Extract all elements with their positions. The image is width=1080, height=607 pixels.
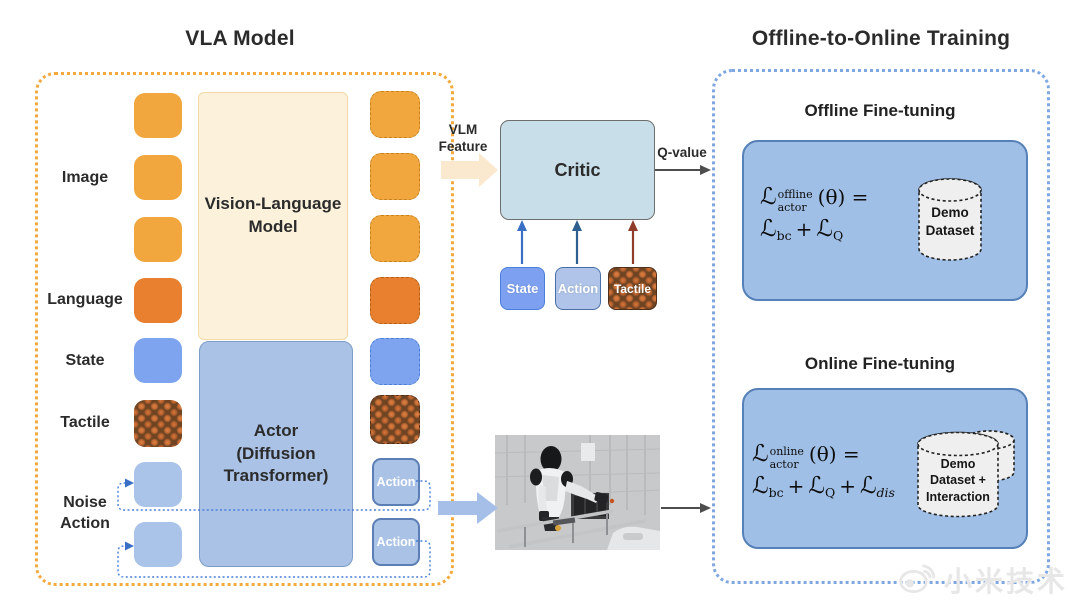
cylinder-shape <box>918 178 982 261</box>
q-value-arrow <box>655 165 711 175</box>
plus-sign: + <box>787 474 805 498</box>
image-feature-token-1 <box>370 91 420 138</box>
action-output-label-1: Action <box>376 475 416 489</box>
label-tactile: Tactile <box>60 414 110 431</box>
formula-sub: Q <box>824 485 836 500</box>
watermark-text: 小米技术 <box>944 566 1069 597</box>
formula-sub: actor <box>777 201 807 214</box>
critic-input-tactile-label: Tactile <box>613 281 652 296</box>
online-finetuning-box <box>742 388 1028 549</box>
script-L: ℒ <box>752 441 769 467</box>
demo-dataset-interaction-label: Demo Dataset + Interaction <box>926 457 990 504</box>
image-token-1 <box>134 93 182 138</box>
label-noise-action: Noise Action <box>60 494 110 532</box>
actor-label: Actor (Diffusion Transformer) <box>223 420 329 486</box>
vla-panel-title: VLA Model <box>185 27 295 50</box>
label-state: State <box>65 352 105 369</box>
formula-sub: Q <box>832 228 844 243</box>
critic-input-state: State <box>500 267 545 310</box>
vla-panel-border <box>35 72 454 586</box>
formula-eq: (θ) = <box>817 185 869 209</box>
tactile-feature-token <box>370 395 420 444</box>
plus-sign: + <box>839 474 856 498</box>
script-L: ℒ <box>752 473 769 499</box>
noise-token-2 <box>134 522 182 567</box>
formula-sup: online <box>769 445 804 459</box>
tactile-token <box>134 400 182 447</box>
formula-sub: actor <box>769 458 799 471</box>
vlm-feature-label: VLM Feature <box>438 122 488 154</box>
script-L: ℒ <box>760 216 777 242</box>
online-finetuning-heading: Online Fine-tuning <box>804 354 956 373</box>
plus-sign: + <box>795 217 813 241</box>
state-feature-token <box>370 338 420 385</box>
critic-input-state-label: State <box>506 281 539 296</box>
script-L: ℒ <box>760 184 777 210</box>
critic-box: Critic <box>500 120 655 220</box>
weibo-logo-icon <box>896 556 942 596</box>
script-L: ℒ <box>859 473 877 499</box>
action-output-token-1: Action <box>372 458 420 506</box>
robot-to-training-arrow <box>661 503 711 513</box>
image-token-2 <box>134 155 182 200</box>
training-panel-title: Offline-to-Online Training <box>751 27 1011 50</box>
offline-finetuning-heading: Offline Fine-tuning <box>804 101 956 120</box>
language-feature-token <box>370 277 420 324</box>
action-output-label-2: Action <box>376 535 416 549</box>
state-token <box>134 338 182 383</box>
label-image: Image <box>61 169 109 186</box>
actor-box: Actor (Diffusion Transformer) <box>199 341 353 567</box>
vision-language-model-label: Vision-Language Model <box>204 194 342 236</box>
formula-sub: bc <box>768 485 784 500</box>
action-output-token-2: Action <box>372 518 420 566</box>
formula-sup: offline <box>777 188 813 202</box>
training-panel-border <box>712 69 1050 584</box>
critic-input-tactile: Tactile <box>608 267 657 310</box>
image-feature-token-3 <box>370 215 420 262</box>
vision-language-model-box: Vision-Language Model <box>198 92 348 340</box>
image-token-3 <box>134 217 182 262</box>
double-cylinder-shape <box>917 430 1015 518</box>
critic-label: Critic <box>554 159 601 180</box>
demo-dataset-label: Demo Dataset <box>925 205 975 238</box>
formula-sub: dis <box>876 485 895 500</box>
critic-input-action-label: Action <box>557 281 599 296</box>
formula-eq: (θ) = <box>808 442 860 466</box>
critic-input-action: Action <box>555 267 601 310</box>
language-token <box>134 278 182 323</box>
robot-photo-illustration <box>495 435 660 550</box>
script-L: ℒ <box>808 473 825 499</box>
demo-dataset-interaction-cylinder: Demo Dataset + Interaction <box>916 424 1016 520</box>
robot-photo <box>495 435 660 550</box>
label-language: Language <box>47 291 123 308</box>
image-feature-token-2 <box>370 153 420 200</box>
state-input-arrow <box>517 220 527 264</box>
q-value-label: Q-value <box>657 145 707 160</box>
action-input-arrow <box>572 220 582 264</box>
script-L: ℒ <box>816 216 833 242</box>
noise-token-1 <box>134 462 182 507</box>
demo-dataset-cylinder: Demo Dataset <box>916 176 984 264</box>
formula-sub: bc <box>776 228 792 243</box>
tactile-input-arrow <box>628 220 638 264</box>
